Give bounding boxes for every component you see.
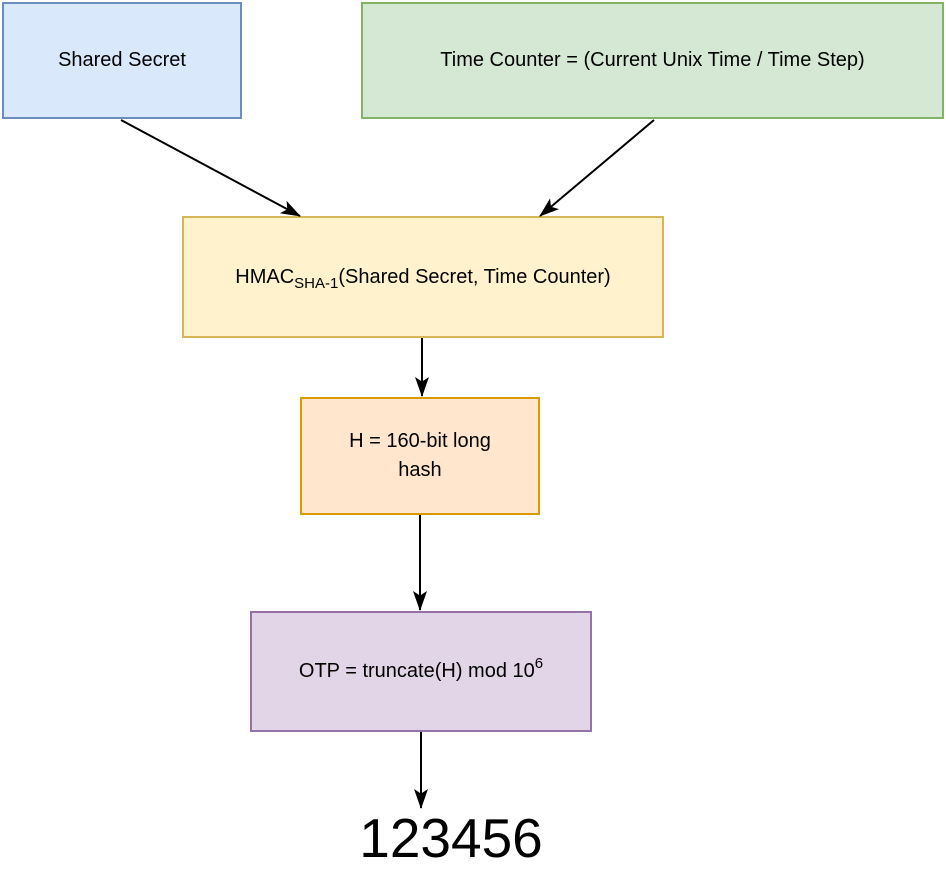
node-time-counter: Time Counter = (Current Unix Time / Time… — [361, 2, 944, 119]
otp-label-superscript: 6 — [534, 655, 544, 672]
node-hash: H = 160-bit long hash — [300, 397, 540, 515]
otp-label-main: OTP = truncate(H) mod 10 — [298, 660, 535, 682]
node-shared-secret-label: Shared Secret — [58, 49, 186, 71]
hash-label-line2: hash — [398, 459, 442, 481]
node-hash-label: H = 160-bit long hash — [349, 427, 491, 485]
node-hmac-label: HMACSHA-1(Shared Secret, Time Counter) — [235, 263, 610, 292]
hmac-label-prefix: HMAC — [235, 265, 295, 288]
arrow-time-counter-to-hmac — [539, 119, 655, 217]
node-time-counter-label: Time Counter = (Current Unix Time / Time… — [440, 49, 865, 71]
node-otp: OTP = truncate(H) mod 106 — [250, 611, 592, 732]
hmac-label-subscript: SHA-1 — [294, 274, 339, 292]
node-hmac: HMACSHA-1(Shared Secret, Time Counter) — [182, 216, 664, 338]
hmac-label-suffix: (Shared Secret, Time Counter) — [338, 265, 611, 288]
arrow-shared-secret-to-hmac — [120, 119, 301, 217]
node-shared-secret: Shared Secret — [2, 2, 242, 119]
otp-output-value: 123456 — [359, 807, 543, 869]
node-otp-label: OTP = truncate(H) mod 106 — [298, 655, 544, 686]
hash-label-line1: H = 160-bit long — [349, 430, 491, 452]
